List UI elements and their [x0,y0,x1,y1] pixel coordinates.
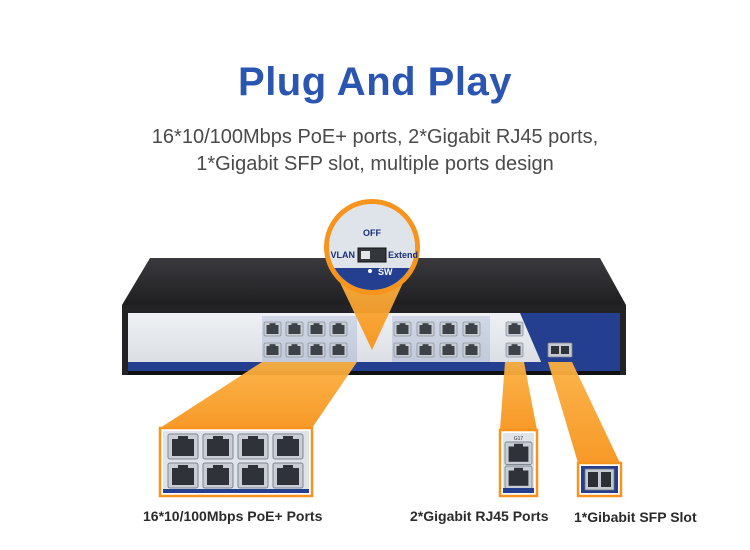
sfp-slot-zoom [576,461,623,498]
switch-off-label: OFF [363,228,381,238]
sfp-slot [547,342,573,358]
caption-rj45-ports: 2*Gigabit RJ45 Ports [410,508,549,524]
beam-poe-ports [160,362,357,428]
switch-sw-label: SW [378,267,393,277]
beam-sfp-slot [548,362,620,463]
poe-ports-zoom [158,426,314,498]
switch-vlan-label: VLAN [331,250,356,260]
subtitle-line-2: 1*Gigabit SFP slot, multiple ports desig… [196,153,554,175]
caption-sfp-slot: 1*Gibabit SFP Slot [574,509,697,525]
beam-rj45-ports [500,362,537,430]
dip-switch-zoom: OFF VLAN Extend SW [324,199,420,295]
switch-extend-label: Extend [388,250,418,260]
page-title: Plug And Play [238,60,512,104]
rj45-ports-zoom: G17 [498,428,539,498]
caption-poe-ports: 16*10/100Mbps PoE+ Ports [143,508,323,524]
subtitle-line-1: 16*10/100Mbps PoE+ ports, 2*Gigabit RJ45… [151,126,599,148]
rj45-port-g17-label: G17 [514,436,524,442]
